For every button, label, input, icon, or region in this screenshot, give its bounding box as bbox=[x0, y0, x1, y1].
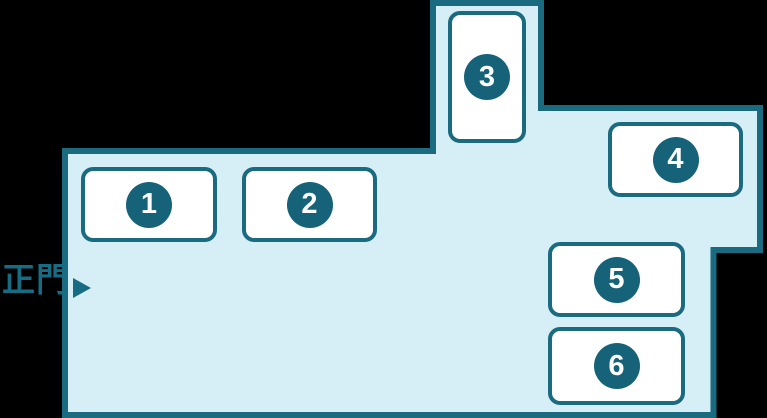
building-3: 3 bbox=[448, 11, 526, 143]
building-4-number-badge: 4 bbox=[652, 136, 699, 183]
building-2-number-badge: 2 bbox=[286, 181, 333, 228]
building-6-number-badge: 6 bbox=[593, 343, 640, 389]
building-6: 6 bbox=[548, 327, 685, 405]
main-gate-arrow-icon bbox=[73, 278, 91, 298]
building-1-number-badge: 1 bbox=[126, 181, 172, 228]
building-5: 5 bbox=[548, 242, 685, 317]
main-gate-label: 正門 bbox=[2, 261, 70, 298]
building-4: 4 bbox=[608, 122, 743, 197]
building-5-number-badge: 5 bbox=[593, 256, 640, 303]
building-1: 1 bbox=[81, 167, 217, 242]
building-3-number-badge: 3 bbox=[464, 54, 510, 100]
building-2: 2 bbox=[242, 167, 377, 242]
